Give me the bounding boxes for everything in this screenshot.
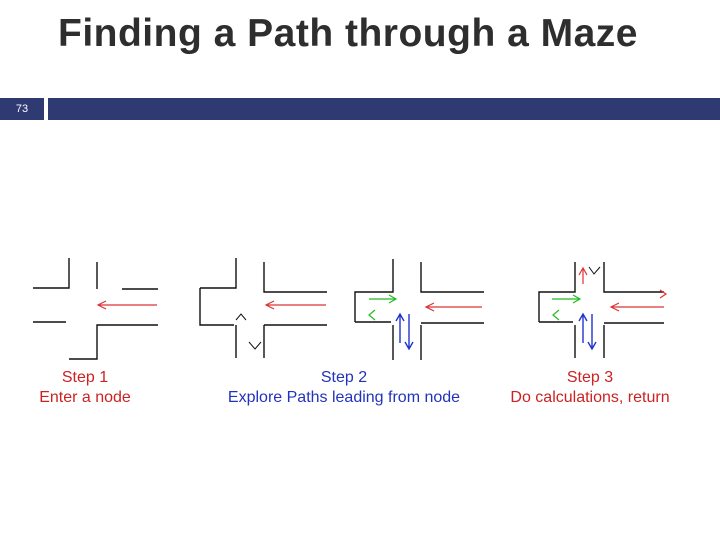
maze-junction-step2a (199, 258, 327, 358)
step3-caption: Step 3 Do calculations, return (490, 368, 690, 408)
step1-description: Enter a node (39, 389, 131, 406)
wall-top-left (354, 259, 394, 322)
entry-arrow-step2a (264, 300, 326, 310)
maze-junction-step1 (33, 258, 158, 360)
maze-junction-step2b (354, 259, 484, 360)
step1-caption: Step 1 Enter a node (25, 368, 145, 408)
entry-arrow-step1 (96, 300, 157, 310)
blue-arrows-step3 (578, 312, 597, 351)
wall-top-left (538, 262, 576, 322)
wall-top-right (263, 262, 327, 293)
step3-description: Do calculations, return (510, 389, 670, 406)
entry-arrow-step3 (578, 266, 668, 312)
green-arrows-step2b (368, 294, 398, 321)
wall-bottom-right (69, 324, 158, 360)
wall-top-left (200, 258, 237, 289)
entry-arrow-step2b (424, 302, 482, 312)
wall-top-left (33, 258, 70, 289)
step2-caption: Step 2 Explore Paths leading from node (212, 368, 476, 408)
wall-top-right (603, 262, 664, 293)
slide-title: Finding a Path through a Maze (58, 12, 638, 55)
slide-number: 73 (0, 98, 44, 120)
green-arrows-step3 (552, 294, 582, 321)
blue-arrows-step2b (395, 312, 414, 351)
explore-marks-step3 (588, 266, 601, 275)
wall-left (199, 288, 234, 326)
title-underline-bar (48, 98, 720, 120)
explore-marks-step2a (235, 313, 262, 350)
step2-heading: Step 2 (320, 369, 368, 386)
maze-junction-step3 (538, 262, 664, 358)
step1-heading: Step 1 (61, 369, 109, 386)
step2-description: Explore Paths leading from node (227, 389, 461, 406)
wall-top-right (420, 262, 484, 293)
step3-heading: Step 3 (566, 369, 614, 386)
